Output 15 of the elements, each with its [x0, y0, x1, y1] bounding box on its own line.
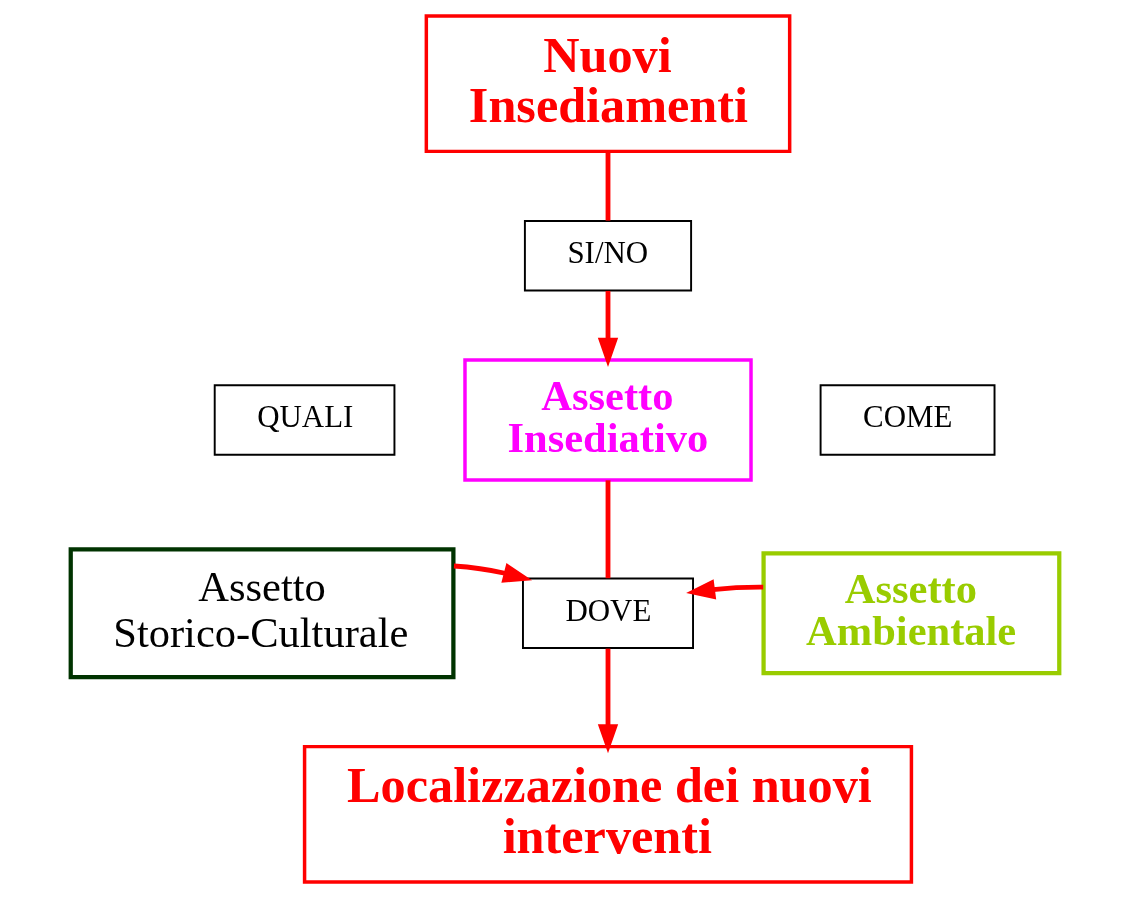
node-box: Localizzazione dei nuovi interventi — [302, 744, 914, 884]
connector — [605, 480, 611, 579]
arrow — [686, 579, 764, 600]
node-box: QUALI — [213, 384, 396, 456]
node-box: Assetto Storico-Culturale — [68, 547, 456, 680]
node-box: COME — [819, 384, 996, 456]
arrow — [597, 648, 619, 754]
node-box: Nuovi Insediamenti — [424, 14, 792, 154]
node-box: SI/NO — [523, 220, 693, 292]
arrow — [597, 290, 619, 367]
arrow — [453, 563, 533, 583]
connector — [605, 152, 611, 221]
node-box: DOVE — [522, 577, 694, 650]
node-box: Assetto Ambientale — [761, 551, 1062, 676]
node-box: Assetto Insediativo — [463, 358, 753, 482]
